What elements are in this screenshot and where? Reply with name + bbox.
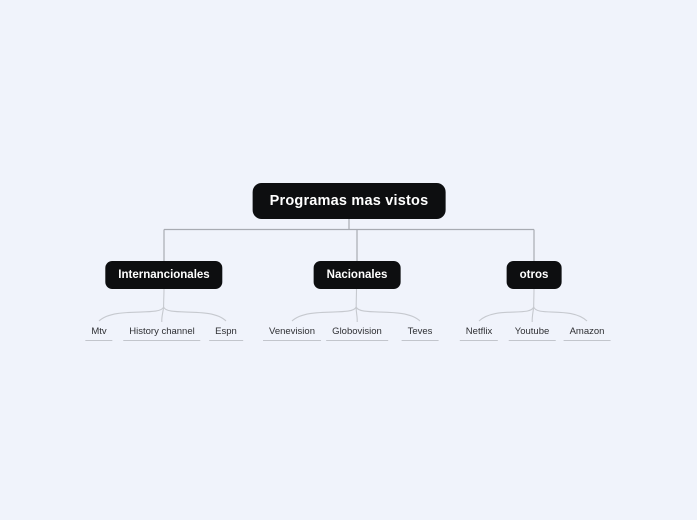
root-node-programas-mas-vistos[interactable]: Programas mas vistos (252, 183, 446, 219)
leaf-node-globovision[interactable]: Globovision (326, 325, 388, 341)
leaf-node-espn[interactable]: Espn (209, 325, 243, 341)
curve-left-leaf1 (161, 306, 165, 323)
curve-mid-leaf2 (355, 306, 421, 322)
leaf-node-teves[interactable]: Teves (401, 325, 439, 341)
leaf-node-history-channel[interactable]: History channel (123, 325, 201, 341)
branch-node-label: Internancionales (118, 269, 210, 281)
branch-node-otros[interactable]: otros (506, 261, 562, 289)
leaf-node-youtube[interactable]: Youtube (508, 325, 556, 341)
curve-left-leaf2 (163, 306, 227, 322)
leaf-node-amazon[interactable]: Amazon (563, 325, 611, 341)
branch-node-label: Nacionales (326, 269, 388, 281)
curve-right-leaf2 (533, 306, 588, 322)
root-node-label: Programas mas vistos (269, 193, 429, 209)
leaf-node-venevision[interactable]: Venevision (263, 325, 321, 341)
curve-mid-leaf0 (291, 306, 357, 322)
leaf-node-netflix[interactable]: Netflix (459, 325, 499, 341)
branch-node-nacionales[interactable]: Nacionales (313, 261, 401, 289)
curve-right-leaf0 (478, 306, 535, 322)
leaf-node-mtv[interactable]: Mtv (85, 325, 113, 341)
curve-mid-leaf1 (355, 306, 358, 323)
curve-right-leaf1 (531, 306, 535, 323)
branch-node-internancionales[interactable]: Internancionales (105, 261, 223, 289)
curve-left-leaf0 (98, 306, 165, 322)
branch-node-label: otros (519, 269, 549, 281)
